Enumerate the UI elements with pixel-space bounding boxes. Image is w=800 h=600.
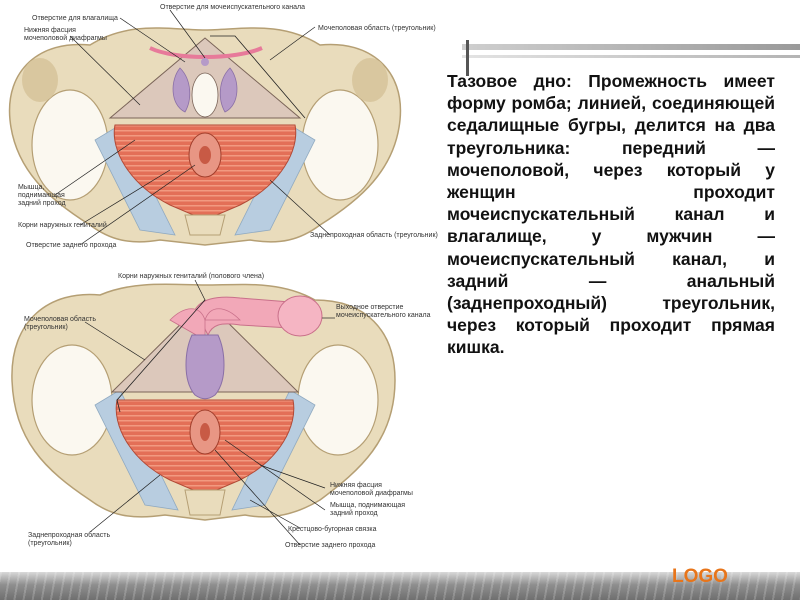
- top-pelvis-diagram: [8, 9, 402, 246]
- logo-text: LOGO: [672, 566, 728, 587]
- label-anal-area-bottom: Заднепроходная область (треугольник): [28, 532, 111, 547]
- footer-stripes: [0, 572, 800, 600]
- label-urethra-exit: Выходное отверстие мочеиспускательного к…: [336, 304, 431, 319]
- label-levator-muscle-bottom: Мышца, поднимающая задний проход: [330, 502, 406, 517]
- slide-body-text: Тазовое дно: Промежность имеет форму ром…: [447, 71, 775, 358]
- bottom-bulb: [185, 334, 225, 400]
- footer-bar: [0, 572, 800, 600]
- label-lower-fascia-top: Нижняя фасция мочеполовой диафрагмы: [24, 27, 107, 42]
- label-clitoris-roots: Корни наружных гениталий: [18, 222, 107, 229]
- top-fascia-right: [234, 124, 316, 236]
- label-anal-area-top: Заднепроходная область (треугольник): [310, 232, 438, 239]
- label-vagina-opening: Отверстие для влагалища: [32, 15, 118, 22]
- bottom-pelvis-diagram: [11, 279, 396, 546]
- top-vagina-opening: [191, 72, 219, 118]
- bottom-obturator-left: [31, 344, 113, 456]
- top-obturator-right: [301, 89, 379, 201]
- label-genital-roots: Корни наружных гениталий (полового члена…: [118, 273, 265, 280]
- header-decor-bar: [462, 44, 800, 50]
- header-decor-bar-thin: [462, 55, 800, 58]
- label-levator-muscle-top: Мышца, поднимающая задний проход: [18, 184, 66, 207]
- label-urogenital-area-bottom: Мочеполовая область (треугольник): [24, 316, 96, 331]
- pelvic-floor-illustration: [8, 9, 402, 546]
- label-coccyx-ligament: Крестцово-бугорная связка: [288, 526, 377, 533]
- label-urogenital-area-top: Мочеполовая область (треугольник): [318, 25, 436, 32]
- anatomy-figure: Отверстие для влагалища Нижняя фасция мо…: [8, 4, 438, 549]
- header-decor-vertical: [466, 40, 469, 76]
- label-anal-opening-top: Отверстие заднего прохода: [26, 242, 117, 249]
- bottom-obturator-right: [297, 344, 379, 456]
- label-lower-fascia-bottom: Нижняя фасция мочеполовой диафрагмы: [330, 482, 413, 497]
- label-urethra-opening: Отверстие для мочеиспускательного канала: [160, 4, 305, 11]
- top-fascia-left: [94, 124, 176, 236]
- label-anal-opening-bottom: Отверстие заднего прохода: [285, 542, 376, 549]
